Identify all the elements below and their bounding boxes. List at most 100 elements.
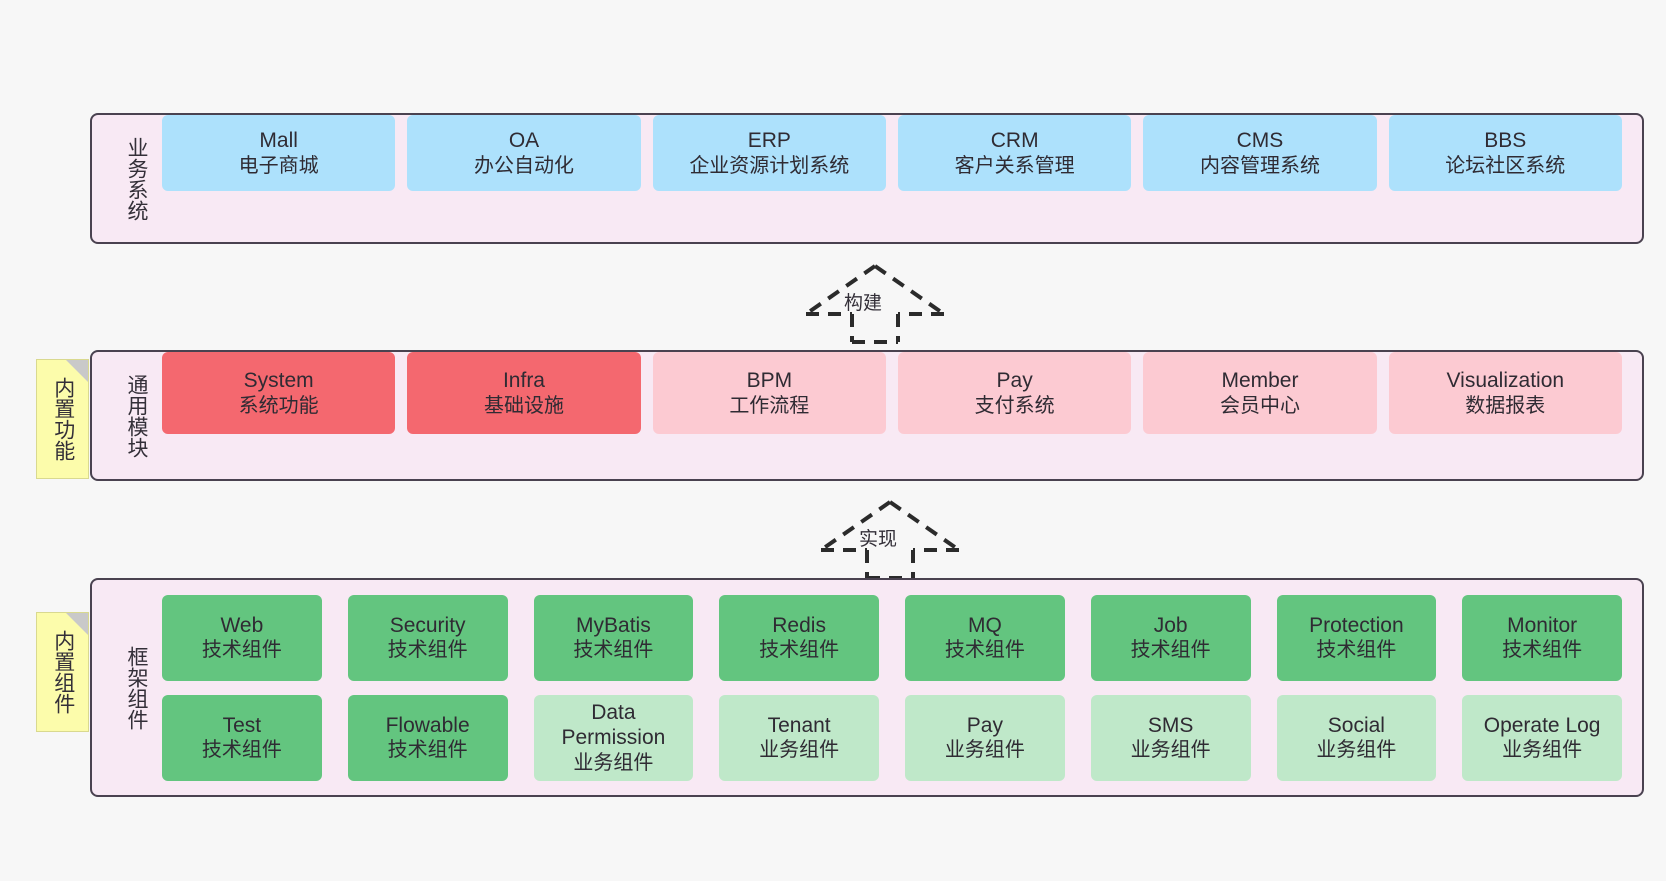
card-name: System [243,369,314,392]
layer-business-systems: 业务系统 Mall 电子商城 OA 办公自动化 ERP 企业资源计划系统 CRM… [90,113,1644,244]
card-desc: 技术组件 [201,639,282,662]
connector-implement: 实现 [815,498,965,580]
layer-framework-components: 框架组件 Web 技术组件 Security 技术组件 MyBatis 技术组件… [90,578,1644,797]
card-name: ERP [747,129,791,152]
module-card-visualization[interactable]: Visualization 数据报表 [1388,352,1622,434]
card-name: Mall [259,129,298,152]
card-desc: 数据报表 [1465,394,1546,417]
module-card-pay[interactable]: Pay 支付系统 [897,352,1132,434]
card-desc: 技术组件 [759,639,840,662]
card-name: MyBatis [576,613,651,637]
note-fold-corner-icon [66,613,88,635]
card-name: Job [1153,613,1188,637]
layer-framework-title: 框架组件 [125,645,148,730]
framework-card-protection[interactable]: Protection 技术组件 [1276,594,1437,681]
card-name: Infra [502,369,545,392]
card-name: CRM [990,129,1039,152]
card-desc: 技术组件 [387,639,468,662]
framework-card-mq[interactable]: MQ 技术组件 [905,594,1065,681]
business-card-oa[interactable]: OA 办公自动化 [407,115,641,191]
card-name: Tenant [767,713,831,737]
card-desc: 会员中心 [1219,394,1300,417]
note-label: 内置组件 [51,630,75,714]
framework-card-pay[interactable]: Pay 业务组件 [905,694,1065,781]
note-label: 内置功能 [51,377,75,461]
framework-card-test[interactable]: Test 技术组件 [162,694,322,781]
card-desc: 技术组件 [1130,639,1211,662]
card-name: Visualization [1446,369,1565,392]
card-desc: 内容管理系统 [1199,154,1320,177]
card-desc: 企业资源计划系统 [689,154,850,177]
card-name: BBS [1484,129,1527,152]
card-desc: 技术组件 [944,639,1025,662]
card-name: Operate Log [1483,713,1601,737]
card-desc: 工作流程 [729,394,810,417]
card-name: Flowable [385,713,470,737]
card-desc: 系统功能 [238,394,319,417]
card-desc: 论坛社区系统 [1445,154,1566,177]
business-card-list: Mall 电子商城 OA 办公自动化 ERP 企业资源计划系统 CRM 客户关系… [148,115,1642,242]
card-name: Social [1327,713,1385,737]
card-desc: 业务组件 [944,739,1025,762]
card-name: SMS [1147,713,1194,737]
uml-generalization-arrow-icon [819,500,961,580]
note-fold-corner-icon [66,360,88,382]
card-name: Redis [772,613,826,637]
layer-modules-title: 通用模块 [125,373,148,458]
card-desc: 业务组件 [1502,739,1583,762]
card-desc: 技术组件 [573,639,654,662]
card-name: OA [508,129,540,152]
framework-row-tech: Web 技术组件 Security 技术组件 MyBatis 技术组件 Redi… [156,594,1628,681]
framework-card-social[interactable]: Social 业务组件 [1276,694,1437,781]
card-desc: 业务组件 [573,751,654,774]
framework-card-redis[interactable]: Redis 技术组件 [719,594,879,681]
card-desc: 电子商城 [238,154,319,177]
card-desc: 技术组件 [1316,639,1397,662]
note-builtin-functions: 内置功能 [36,359,89,479]
framework-card-data-permission[interactable]: Data Permission 业务组件 [533,694,694,781]
card-desc: 基础设施 [483,394,564,417]
framework-card-sms[interactable]: SMS 业务组件 [1090,694,1251,781]
module-card-member[interactable]: Member 会员中心 [1143,352,1377,434]
business-card-erp[interactable]: ERP 企业资源计划系统 [652,115,886,191]
module-card-system[interactable]: System 系统功能 [162,352,396,434]
framework-card-operate-log[interactable]: Operate Log 业务组件 [1462,694,1622,781]
framework-card-monitor[interactable]: Monitor 技术组件 [1462,594,1622,681]
card-desc: 客户关系管理 [954,154,1075,177]
business-card-crm[interactable]: CRM 客户关系管理 [897,115,1132,191]
card-name: CMS [1236,129,1284,152]
module-card-infra[interactable]: Infra 基础设施 [407,352,641,434]
card-desc: 业务组件 [1316,739,1397,762]
card-name: Pay [966,713,1003,737]
business-card-cms[interactable]: CMS 内容管理系统 [1143,115,1377,191]
connector-implement-label: 实现 [859,529,898,550]
business-card-bbs[interactable]: BBS 论坛社区系统 [1388,115,1622,191]
card-desc: 业务组件 [759,739,840,762]
modules-card-list: System 系统功能 Infra 基础设施 BPM 工作流程 Pay 支付系统… [148,352,1642,479]
card-name: Member [1221,369,1299,392]
card-desc: 技术组件 [1502,639,1583,662]
business-card-mall[interactable]: Mall 电子商城 [162,115,396,191]
framework-card-flowable[interactable]: Flowable 技术组件 [347,694,508,781]
framework-card-grid: Web 技术组件 Security 技术组件 MyBatis 技术组件 Redi… [148,580,1642,795]
card-name: Security [389,613,466,637]
connector-build-label: 构建 [844,293,883,314]
layer-business-title: 业务系统 [125,136,148,221]
module-card-bpm[interactable]: BPM 工作流程 [652,352,886,434]
card-name: BPM [746,369,793,392]
framework-card-tenant[interactable]: Tenant 业务组件 [719,694,879,781]
card-name: Data Permission [561,700,666,750]
card-desc: 支付系统 [974,394,1055,417]
card-name: Protection [1309,613,1404,637]
framework-card-security[interactable]: Security 技术组件 [347,594,508,681]
card-name: Test [222,713,262,737]
framework-card-job[interactable]: Job 技术组件 [1090,594,1251,681]
card-name: Pay [996,369,1033,392]
card-name: Monitor [1507,613,1578,637]
framework-card-web[interactable]: Web 技术组件 [162,594,322,681]
card-desc: 办公自动化 [473,154,574,177]
card-name: MQ [967,613,1002,637]
framework-card-mybatis[interactable]: MyBatis 技术组件 [533,594,694,681]
note-builtin-components: 内置组件 [36,612,89,732]
